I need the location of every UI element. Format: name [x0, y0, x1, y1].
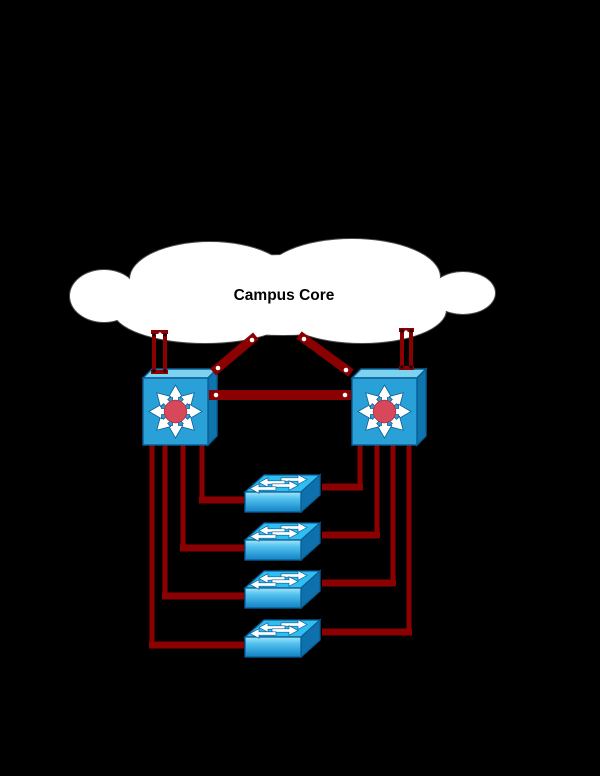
link-left-dist-to-access-1 [199, 443, 244, 504]
access-switch-2 [245, 523, 320, 560]
link-right-dist-to-access-3 [322, 443, 396, 587]
link-right-dist-to-access-2 [322, 443, 380, 539]
access-switch-1 [245, 475, 320, 512]
link-cloud-to-left-dist-diagonal [210, 332, 259, 376]
link-left-dist-to-access-3 [162, 443, 244, 600]
core-uplinks [151, 328, 414, 400]
cloud-label: Campus Core [234, 287, 335, 304]
distribution-switch-right [352, 369, 426, 445]
campus-core-cloud: Campus Core [69, 238, 496, 344]
link-left-dist-to-access-2 [180, 443, 244, 552]
link-right-dist-to-access-1 [322, 443, 363, 491]
distribution-switch-left [143, 369, 217, 445]
access-switch-3 [245, 571, 320, 608]
link-right-dist-to-access-4 [322, 443, 412, 636]
channel-end-dots [152, 329, 413, 373]
link-cloud-to-right-dist-diagonal [296, 331, 354, 377]
link-left-dist-to-access-4 [149, 443, 244, 649]
access-switch-4 [245, 620, 320, 657]
link-port-dots [158, 330, 408, 398]
access-downlinks [149, 443, 412, 649]
